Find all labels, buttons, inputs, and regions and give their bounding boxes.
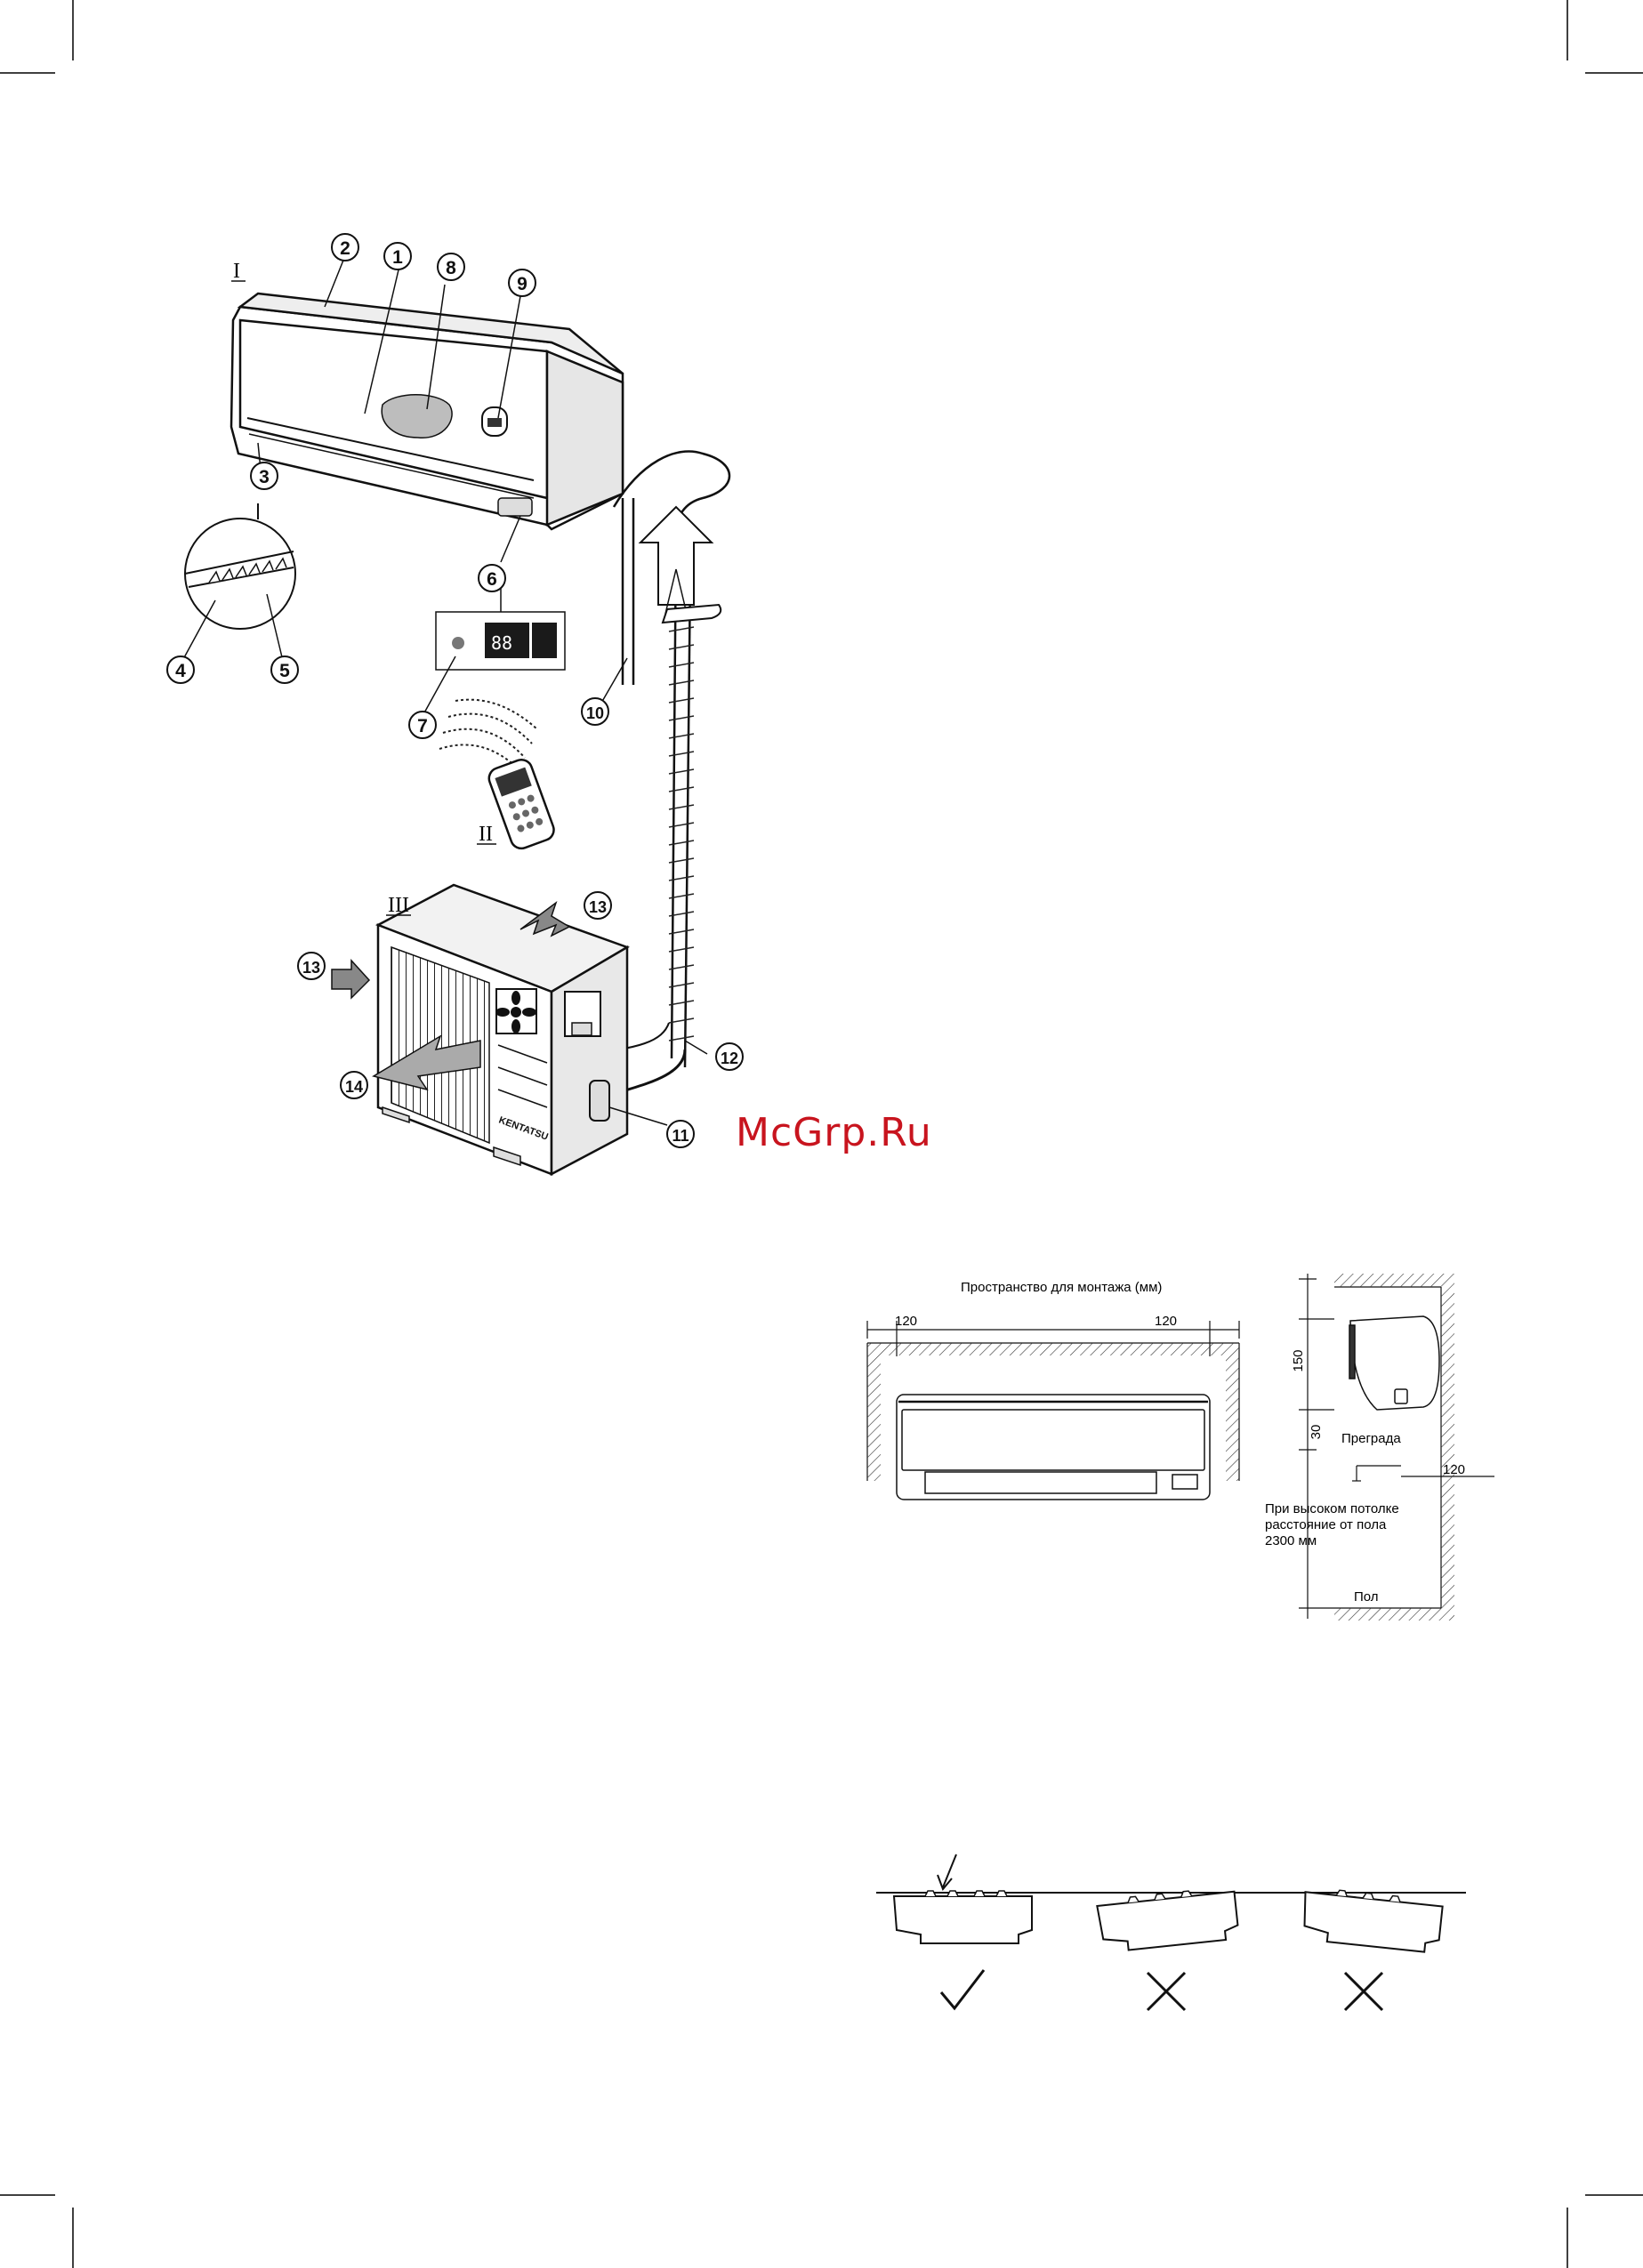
unit-level [894,1891,1032,1943]
check-mark [941,1970,984,2008]
cross-mark [1345,1973,1382,2010]
level-arrow [938,1854,956,1889]
unit-tilted-right [1301,1886,1443,1953]
unit-tilted-left [1097,1886,1239,1953]
cross-mark [1148,1973,1185,2010]
